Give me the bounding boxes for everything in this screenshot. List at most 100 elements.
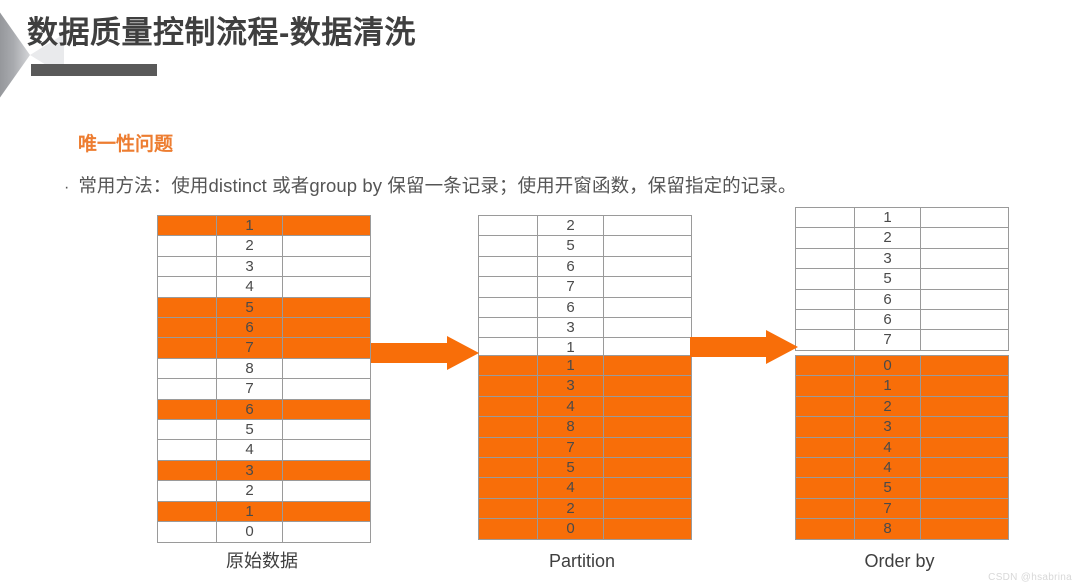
table-cell-value: 1 (854, 375, 921, 397)
table-cell-value: 5 (854, 268, 921, 290)
table-cell-empty (603, 255, 692, 278)
table-cell-empty (282, 419, 371, 441)
table-cell-value: 5 (537, 235, 604, 257)
table-row: 2 (795, 227, 1009, 249)
table-cell-empty (157, 398, 217, 421)
table-cell-value: 6 (854, 309, 921, 331)
table-row: 7 (478, 276, 692, 298)
table-cell-empty (282, 459, 371, 482)
table-cell-empty (603, 457, 692, 479)
table-cell-empty (282, 378, 371, 400)
right-arrow-icon-2 (690, 330, 798, 364)
table-row: 1 (795, 206, 1009, 229)
table-cell-empty (603, 477, 692, 499)
table-cell-empty (920, 227, 1009, 249)
table-row: 5 (157, 419, 371, 441)
table-row: 5 (478, 457, 692, 479)
table-row: 1 (157, 214, 371, 237)
table-row: 5 (795, 268, 1009, 290)
table-cell-value: 4 (537, 477, 604, 499)
table-row: 8 (157, 357, 371, 380)
table-row: 6 (478, 296, 692, 319)
table-cell-value: 7 (537, 436, 604, 459)
table-cell-value: 5 (854, 477, 921, 499)
table-cell-empty (920, 247, 1009, 270)
table-row: 4 (478, 395, 692, 418)
table-cell-empty (603, 416, 692, 438)
table-cell-value: 6 (537, 296, 604, 319)
table-row: 4 (157, 276, 371, 298)
table-row: 8 (795, 518, 1009, 540)
table-cell-empty (603, 317, 692, 339)
table-cell-empty (920, 375, 1009, 397)
table-cell-value: 7 (854, 329, 921, 351)
table-cell-empty (157, 378, 217, 400)
table-row: 1 (478, 354, 692, 377)
table-cell-empty (920, 477, 1009, 499)
table-cell-empty (603, 296, 692, 319)
table-row: 1 (157, 500, 371, 523)
table-cell-value: 0 (854, 354, 921, 377)
table-cell-empty (795, 436, 855, 459)
table-cell-empty (603, 337, 692, 359)
table-cell-empty (920, 206, 1009, 229)
table-cell-value: 3 (216, 459, 283, 482)
table-row: 0 (157, 521, 371, 543)
table-cell-value: 1 (216, 500, 283, 523)
table-cell-value: 7 (854, 497, 921, 520)
table-cell-empty (157, 459, 217, 482)
table-row: 7 (478, 436, 692, 459)
table-cell-empty (157, 214, 217, 237)
table-cell-value: 3 (854, 416, 921, 438)
table-row: 6 (795, 288, 1009, 311)
table-cell-empty (603, 235, 692, 257)
table-cell-empty (478, 457, 538, 479)
table-cell-empty (795, 329, 855, 351)
table-cell-empty (795, 395, 855, 418)
table-cell-empty (795, 497, 855, 520)
table-cell-empty (282, 296, 371, 319)
table-cell-empty (920, 268, 1009, 290)
table-row: 2 (478, 497, 692, 520)
table-row: 1 (795, 375, 1009, 397)
table-cell-empty (282, 357, 371, 380)
table-cell-empty (603, 395, 692, 418)
table-cell-empty (157, 235, 217, 257)
section-subtitle: 唯一性问题 (78, 134, 174, 155)
table-row: 7 (795, 329, 1009, 351)
table-row: 3 (478, 375, 692, 397)
table-cell-empty (478, 497, 538, 520)
table-cell-value: 3 (854, 247, 921, 270)
table-cell-empty (478, 255, 538, 278)
bullet-marker-icon: · (64, 179, 70, 196)
table-cell-value: 6 (854, 288, 921, 311)
table-row: 2 (795, 395, 1009, 418)
table-cell-empty (478, 436, 538, 459)
table-cell-value: 2 (537, 497, 604, 520)
table-cell-value: 6 (216, 317, 283, 339)
table-cell-empty (920, 329, 1009, 351)
table-row: 5 (478, 235, 692, 257)
table-row: 6 (478, 255, 692, 278)
watermark: CSDN @hsabrina (988, 572, 1072, 583)
table-cell-empty (795, 288, 855, 311)
table-cell-value: 5 (537, 457, 604, 479)
table-cell-empty (603, 497, 692, 520)
table-cell-empty (603, 375, 692, 397)
table-cell-empty (157, 317, 217, 339)
table-cell-empty (603, 436, 692, 459)
table-cell-empty (282, 214, 371, 237)
table-row: 4 (795, 457, 1009, 479)
table-row: 6 (157, 317, 371, 339)
table-cell-empty (920, 416, 1009, 438)
table-cell-value: 1 (216, 214, 283, 237)
table-row: 7 (157, 378, 371, 400)
table-cell-empty (157, 500, 217, 523)
right-arrow-icon-1 (371, 336, 479, 370)
table-row: 3 (795, 416, 1009, 438)
table-cell-value: 6 (537, 255, 604, 278)
table-row: 4 (795, 436, 1009, 459)
table-cell-empty (282, 317, 371, 339)
